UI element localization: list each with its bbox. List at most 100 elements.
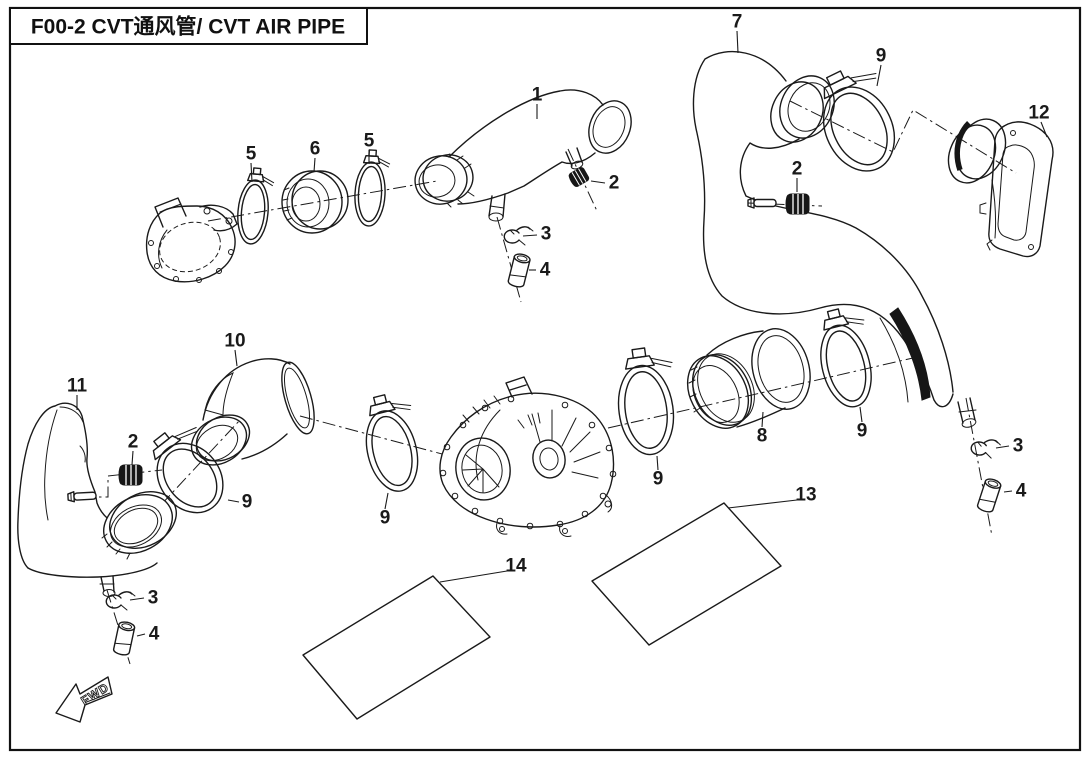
callout-4: 4 (529, 260, 551, 281)
duct12-opening (997, 144, 1035, 241)
cvt-air-pipe-11 (17, 402, 177, 597)
vent-valve-2b (785, 193, 810, 215)
callout-label-2: 2 (609, 173, 620, 194)
callout-leader-5 (250, 162, 253, 183)
cvt-cover-housing (439, 376, 617, 537)
fwd-arrow: FWD (55, 676, 113, 723)
callout-10: 10 (224, 331, 246, 367)
callout-leader-9 (876, 64, 882, 87)
callout-13: 13 (727, 485, 817, 509)
callout-label-9: 9 (380, 508, 391, 529)
callout-8: 8 (757, 411, 767, 447)
clamp-5-right (352, 148, 391, 228)
callout-9: 9 (653, 455, 663, 490)
axis-cover-elbow8-pipe7 (607, 357, 914, 429)
callout-label-13: 13 (795, 485, 816, 506)
callout-leader-9 (384, 492, 389, 510)
callout-leader-4 (1003, 490, 1013, 493)
cover-bolts (439, 395, 617, 530)
cover-inlet-port (455, 437, 511, 501)
callout-label-9: 9 (857, 421, 868, 442)
callout-label-5: 5 (364, 131, 375, 152)
callout-leader-7 (736, 30, 739, 54)
callout-label-2: 2 (128, 432, 139, 453)
callout-leader-12 (1040, 121, 1048, 138)
callout-9: 9 (227, 492, 253, 513)
axis-pipe1-drain (496, 216, 522, 303)
elbow8-right-opening (751, 328, 811, 410)
clamp-9-elbow-left (609, 343, 686, 460)
elbow8-left-opening (686, 355, 750, 429)
clamp-9-top-right (801, 56, 916, 185)
callout-label-14: 14 (505, 556, 527, 577)
elbow-duct-10 (190, 358, 315, 466)
callout-4: 4 (1003, 481, 1027, 502)
callout-label-4: 4 (540, 260, 551, 281)
pipe1-vent-nipple (565, 147, 583, 167)
callout-leader-8 (761, 411, 764, 428)
fwd-arrow-shape (55, 676, 113, 723)
callout-label-4: 4 (149, 624, 160, 645)
duct12-rubber-band (954, 121, 972, 171)
callout-5: 5 (364, 131, 375, 164)
callout-label-7: 7 (732, 12, 743, 33)
callout-label-9: 9 (876, 46, 887, 67)
pipe7-inner-edge (739, 138, 954, 393)
callout-7: 7 (732, 12, 743, 54)
callout-6: 6 (310, 139, 321, 173)
center-axes (82, 100, 1017, 665)
title-box: F00-2 CVT通风管/ CVT AIR PIPE (9, 7, 368, 45)
drain-cap-4c (112, 620, 137, 657)
clamp-9-elbow-right (808, 302, 885, 414)
page-title: F00-2 CVT通风管/ CVT AIR PIPE (31, 15, 345, 39)
callout-leader-4 (136, 633, 146, 637)
pipe7-rubber-band (889, 307, 931, 401)
callout-5: 5 (246, 144, 257, 183)
rubber-sleeve-6 (281, 170, 349, 234)
volute-bolt-ears (148, 240, 234, 283)
callout-leader-10 (234, 349, 238, 367)
pipe1-left-opening (414, 155, 468, 205)
callout-3: 3 (522, 224, 551, 245)
callout-leader-9 (227, 499, 240, 503)
clamp-5-left (234, 166, 276, 247)
callout-12: 12 (1028, 103, 1050, 138)
volute-housing (145, 197, 238, 283)
callout-label-9: 9 (242, 492, 253, 513)
callout-label-3: 3 (148, 588, 159, 609)
elbow8-top-edge (706, 330, 764, 356)
callout-leader-14 (439, 570, 508, 583)
pipe7-drain-nipple (957, 397, 976, 424)
rubber-elbow-8 (686, 328, 811, 429)
callout-leader-3 (129, 597, 145, 601)
callout-leader-3 (522, 234, 538, 237)
pipe1-right-opening (588, 100, 632, 154)
page-border (8, 6, 1082, 752)
callout-label-6: 6 (310, 139, 321, 160)
drain-cap-4b (975, 476, 1003, 515)
volute-top-tab (154, 197, 187, 228)
callout-leader-9 (859, 406, 863, 423)
cover-top-bracket (505, 376, 533, 398)
callout-2: 2 (590, 173, 620, 194)
callout-label-3: 3 (1013, 436, 1024, 457)
elbow10-top-edge (202, 358, 291, 421)
callout-leader-6 (313, 157, 316, 173)
callout-leader-9 (656, 455, 659, 471)
decal-sticker-13 (591, 502, 782, 646)
callout-label-12: 12 (1028, 103, 1049, 124)
duct12-flange (988, 121, 1054, 258)
callout-label-5: 5 (246, 144, 257, 165)
title-box-frame (9, 7, 368, 45)
bolt-2c (67, 489, 97, 503)
callout-2: 2 (128, 432, 139, 466)
cvt-air-pipe-7 (692, 50, 977, 428)
callout-leader-13 (727, 499, 798, 509)
vent-valve-2a (566, 165, 591, 189)
intake-duct-12 (947, 118, 1054, 258)
callout-4: 4 (136, 624, 160, 645)
callout-11: 11 (67, 376, 87, 410)
